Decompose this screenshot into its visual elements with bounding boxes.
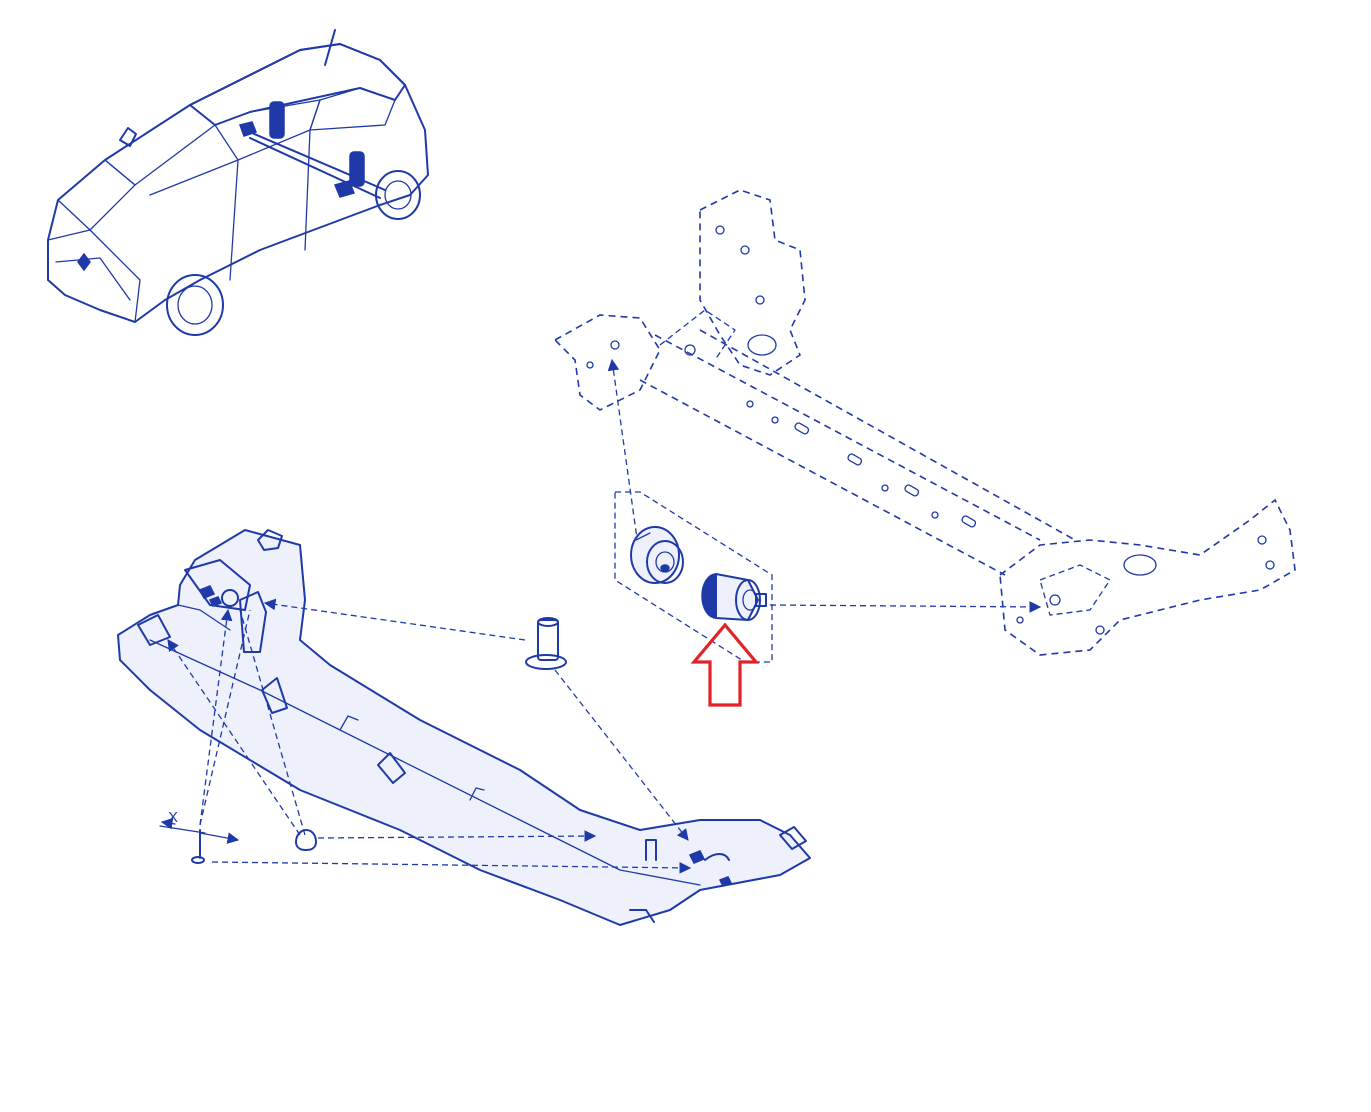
vehicle-overview [47,29,429,336]
rear-spring-right-icon [349,151,365,187]
right-trailing-arm [999,498,1296,656]
front-wheel [166,274,224,336]
bushing-highlighted [701,573,767,621]
assembly-leaders [167,598,692,874]
beam-holes [746,400,977,528]
bushing-exploded [630,526,684,584]
rear-wheel [375,170,421,220]
clip-fastener [295,829,317,851]
pin-fastener: X [159,809,240,864]
spacer-sleeve [525,617,567,670]
highlight-arrow-icon [690,622,760,707]
brand-emblem-icon [77,252,91,272]
rear-spring-left-icon [269,101,285,139]
dimension-label: X [168,809,178,826]
underbody-shield [117,529,811,926]
left-trailing-arm [553,189,806,411]
bushing-group [614,491,1042,707]
rear-axle-beam [553,189,1296,656]
